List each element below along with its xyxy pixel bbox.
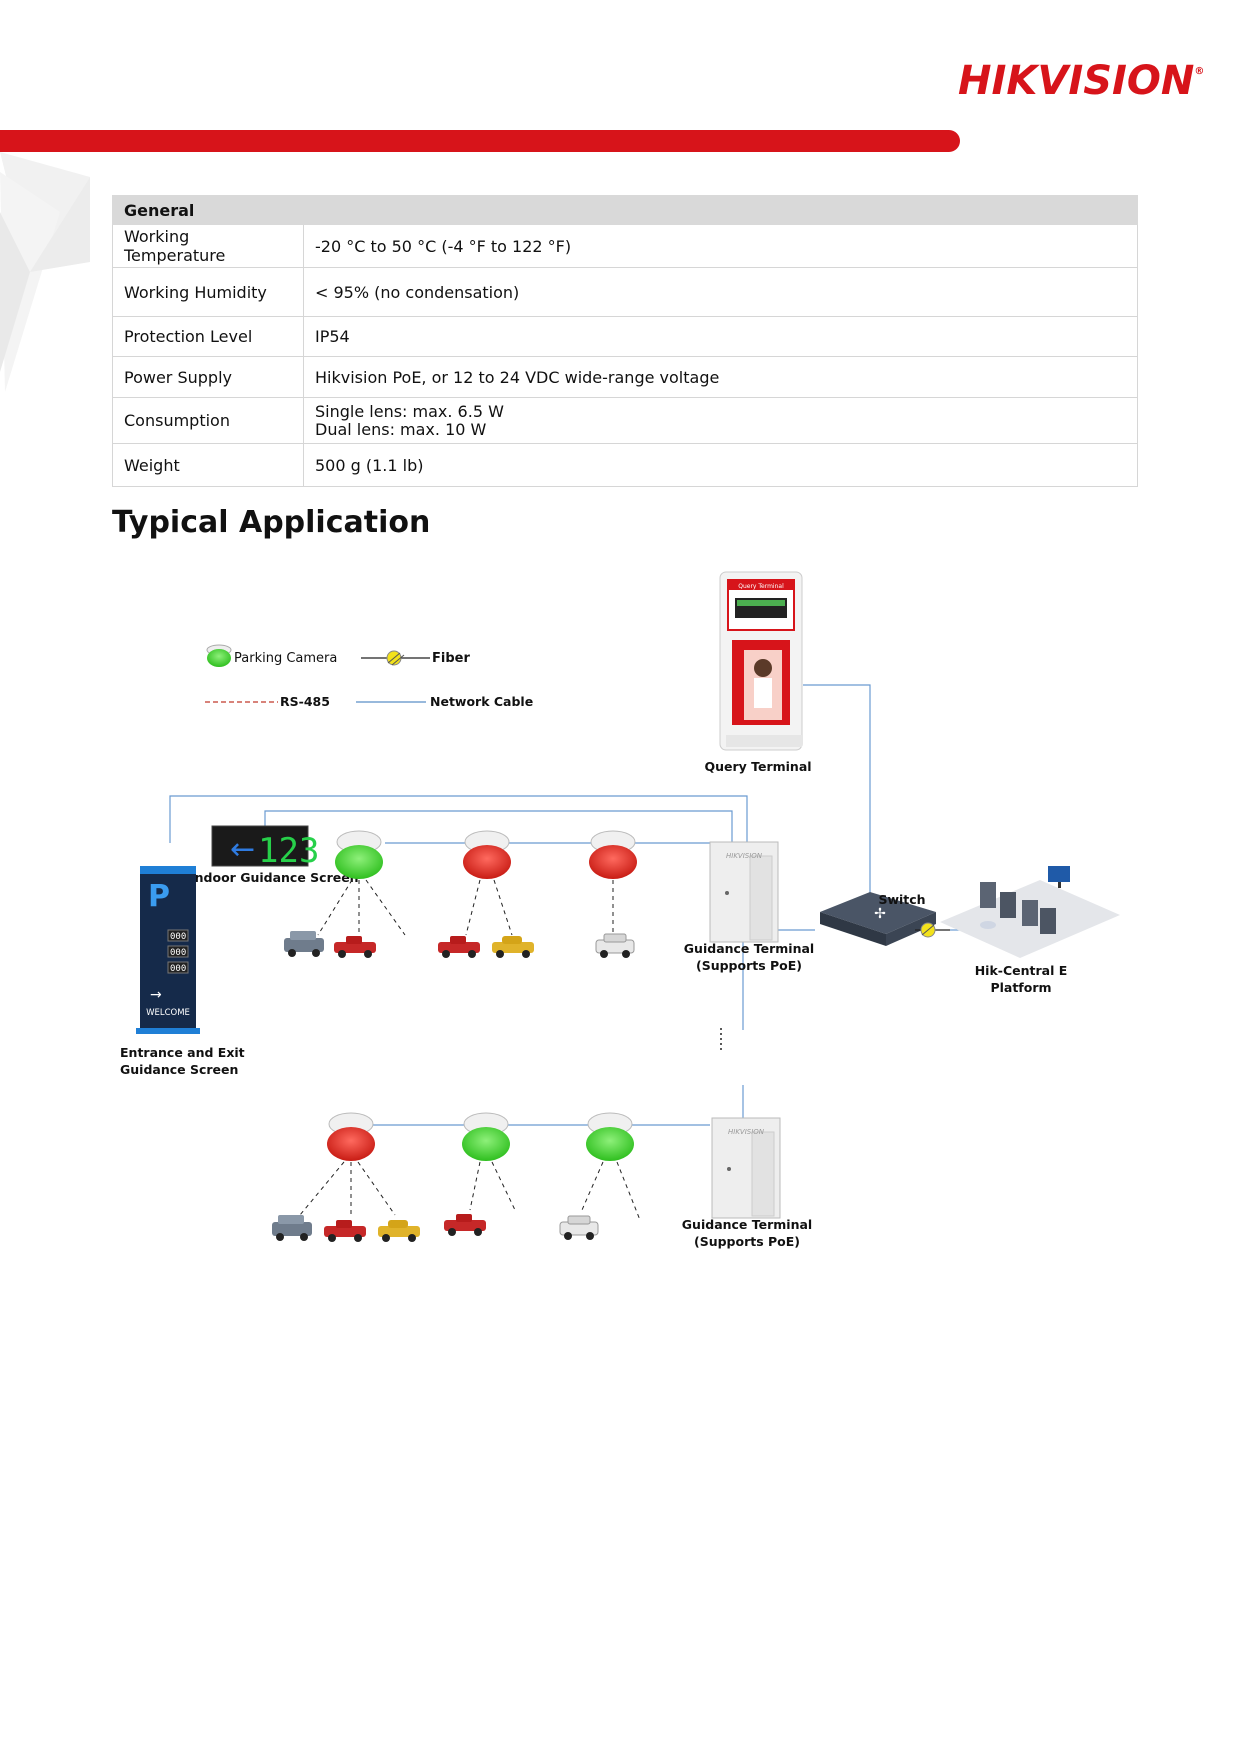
legend-parking-camera-label: Parking Camera [234,651,337,666]
platform-label-line2: Platform [990,980,1051,995]
spec-label: Power Supply [112,356,304,398]
guidance-terminal-cabinet: HIKVISION [709,841,779,943]
entrance-label-line2: Guidance Screen [120,1062,238,1077]
right-arrow-icon: → [150,987,162,1003]
car [559,1215,599,1240]
legend-camera-icon [206,644,232,667]
switch-label: Switch [878,892,925,907]
spec-label: Protection Level [112,316,304,357]
legend-network-label: Network Cable [430,694,533,709]
switch-arrows-icon: ✢ [874,906,886,922]
cabinet-brand-text: HIKVISION [728,1128,765,1136]
car [444,1214,486,1236]
camera-view-lines [317,879,614,936]
decorative-triangles [0,152,90,392]
spec-value: Single lens: max. 6.5 W Dual lens: max. … [303,397,1138,444]
parking-camera [335,830,383,879]
logo-text: HIKVISION [958,58,1195,104]
guidance-terminal-1-line2: (Supports PoE) [696,958,802,973]
car [492,936,534,958]
spec-value-line: Single lens: max. 6.5 W [315,401,504,421]
spec-value-line: Dual lens: max. 10 W [315,419,487,439]
section-heading: Typical Application [112,505,431,540]
entrance-label-line1: Entrance and Exit [120,1045,245,1060]
car [272,1215,312,1241]
guidance-terminal-cabinet: HIKVISION [711,1117,781,1219]
legend-rs485-label: RS-485 [280,694,330,709]
query-terminal: Query Terminal [719,571,803,751]
spec-label: Weight [112,443,304,487]
spec-value: < 95% (no condensation) [303,267,1138,317]
spec-row: Consumption Single lens: max. 6.5 W Dual… [112,397,1138,444]
fiber-link-icon [915,922,950,938]
spec-value: IP54 [303,316,1138,357]
car [284,931,324,957]
indoor-guidance-screen: ← 123 [211,825,319,871]
entrance-welcome-text: WELCOME [146,1008,190,1018]
entrance-count: 000 [170,964,186,974]
hikvision-logo: HIKVISION® [958,58,1204,104]
entrance-count: 000 [170,948,186,958]
parking-camera [463,830,511,879]
spec-label: Consumption [112,397,304,444]
legend-fiber-label: Fiber [432,651,470,666]
spec-row: Weight 500 g (1.1 lb) [112,443,1138,487]
query-terminal-label: Query Terminal [704,759,811,774]
spec-value: 500 g (1.1 lb) [303,443,1138,487]
registered-mark: ® [1194,65,1205,77]
header-red-bar [0,130,960,152]
platform-label-line1: Hik-Central E [975,963,1068,978]
legend-fiber-icon [361,650,430,666]
parking-camera [589,830,637,879]
car [438,936,480,958]
entrance-exit-guidance-screen: P 000 000 000 → WELCOME [136,866,200,1034]
spec-value: Hikvision PoE, or 12 to 24 VDC wide-rang… [303,356,1138,398]
parking-camera [462,1112,510,1161]
parking-camera [586,1112,634,1161]
network-switch: ✢ [820,892,936,946]
cabinet-brand-text: HIKVISION [726,852,763,860]
guidance-terminal-1-line1: Guidance Terminal [684,941,814,956]
indoor-screen-digits: 123 [258,831,319,871]
parking-camera [327,1112,375,1161]
query-screen-title: Query Terminal [738,583,784,590]
car [324,1220,366,1242]
entrance-count: 000 [170,932,186,942]
car [595,933,635,958]
spec-row: Working Temperature -20 °C to 50 °C (-4 … [112,224,1138,268]
spec-value: -20 °C to 50 °C (-4 °F to 122 °F) [303,224,1138,268]
camera-view-lines [299,1161,641,1221]
car [378,1220,420,1242]
left-arrow-icon: ← [230,832,255,867]
legend: Parking Camera Fiber RS-485 Network Cabl… [205,644,533,709]
spec-row: Working Humidity < 95% (no condensation) [112,267,1138,317]
guidance-terminal-2-line1: Guidance Terminal [682,1217,812,1232]
network-cable-lines [169,684,965,1126]
guidance-terminal-2-line2: (Supports PoE) [694,1234,800,1249]
spec-label: Working Temperature [112,224,304,268]
car [334,936,376,958]
spec-table: General Working Temperature -20 °C to 50… [112,195,1138,487]
spec-row: Power Supply Hikvision PoE, or 12 to 24 … [112,356,1138,398]
indoor-guidance-label: Indoor Guidance Screen [190,870,359,885]
parking-p-icon: P [148,879,170,914]
hik-central-platform [940,866,1120,958]
spec-row: Protection Level IP54 [112,316,1138,357]
